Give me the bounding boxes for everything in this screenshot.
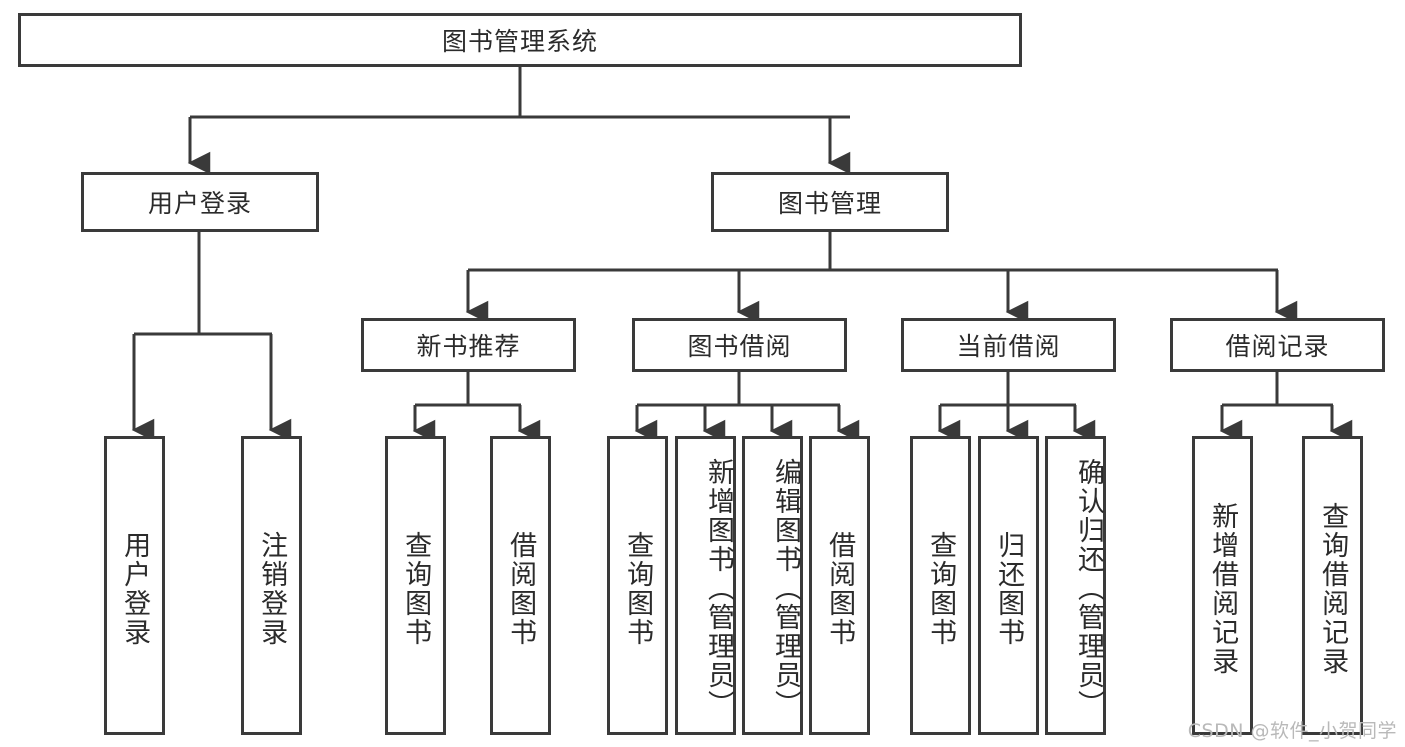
node-leaf-user-login[interactable]: 用户登录	[104, 436, 165, 735]
node-leaf-add-record-label: 新增借阅记录	[1207, 501, 1239, 676]
node-leaf-edit-book-label: 编辑图书（管理员）	[770, 458, 801, 719]
node-leaf-borrow-book-1-label: 借阅图书	[505, 530, 537, 647]
node-leaf-return-book[interactable]: 归还图书	[978, 436, 1039, 735]
node-book-manage-label: 图书管理	[777, 189, 882, 218]
node-leaf-add-book-label: 新增图书（管理员）	[703, 458, 734, 719]
node-leaf-query-book-1[interactable]: 查询图书	[385, 436, 446, 735]
node-leaf-borrow-book-2-label: 借阅图书	[824, 530, 856, 647]
node-leaf-add-book[interactable]: 新增图书（管理员）	[675, 436, 736, 735]
node-new-book-rec-label: 新书推荐	[416, 332, 521, 361]
node-book-borrow[interactable]: 图书借阅	[632, 318, 847, 372]
node-leaf-borrow-book-1[interactable]: 借阅图书	[490, 436, 551, 735]
node-book-manage[interactable]: 图书管理	[711, 172, 949, 232]
node-current-borrow-label: 当前借阅	[956, 332, 1061, 361]
node-leaf-edit-book[interactable]: 编辑图书（管理员）	[742, 436, 803, 735]
node-leaf-query-book-3[interactable]: 查询图书	[910, 436, 971, 735]
node-root-label: 图书管理系统	[441, 27, 598, 56]
node-leaf-borrow-book-2[interactable]: 借阅图书	[809, 436, 870, 735]
node-leaf-query-book-2[interactable]: 查询图书	[607, 436, 668, 735]
node-leaf-logout-label: 注销登录	[256, 530, 288, 647]
node-leaf-confirm-return-label: 确认归还（管理员）	[1073, 458, 1104, 719]
node-new-book-rec[interactable]: 新书推荐	[361, 318, 576, 372]
node-borrow-record-label: 借阅记录	[1225, 332, 1330, 361]
node-leaf-query-book-1-label: 查询图书	[400, 530, 432, 647]
node-leaf-query-book-3-label: 查询图书	[925, 530, 957, 647]
node-book-borrow-label: 图书借阅	[687, 332, 792, 361]
node-current-borrow[interactable]: 当前借阅	[901, 318, 1116, 372]
node-leaf-return-book-label: 归还图书	[993, 530, 1025, 647]
node-leaf-confirm-return[interactable]: 确认归还（管理员）	[1045, 436, 1106, 735]
node-leaf-query-book-2-label: 查询图书	[622, 530, 654, 647]
node-borrow-record[interactable]: 借阅记录	[1170, 318, 1385, 372]
node-leaf-add-record[interactable]: 新增借阅记录	[1192, 436, 1253, 735]
node-leaf-logout[interactable]: 注销登录	[241, 436, 302, 735]
node-leaf-query-record-label: 查询借阅记录	[1317, 501, 1349, 676]
node-user-login-label: 用户登录	[147, 189, 252, 218]
node-user-login[interactable]: 用户登录	[81, 172, 319, 232]
node-leaf-query-record[interactable]: 查询借阅记录	[1302, 436, 1363, 735]
node-leaf-user-login-label: 用户登录	[119, 530, 151, 647]
node-root[interactable]: 图书管理系统	[18, 13, 1022, 67]
watermark: CSDN @软件_小贺同学	[1187, 720, 1397, 742]
